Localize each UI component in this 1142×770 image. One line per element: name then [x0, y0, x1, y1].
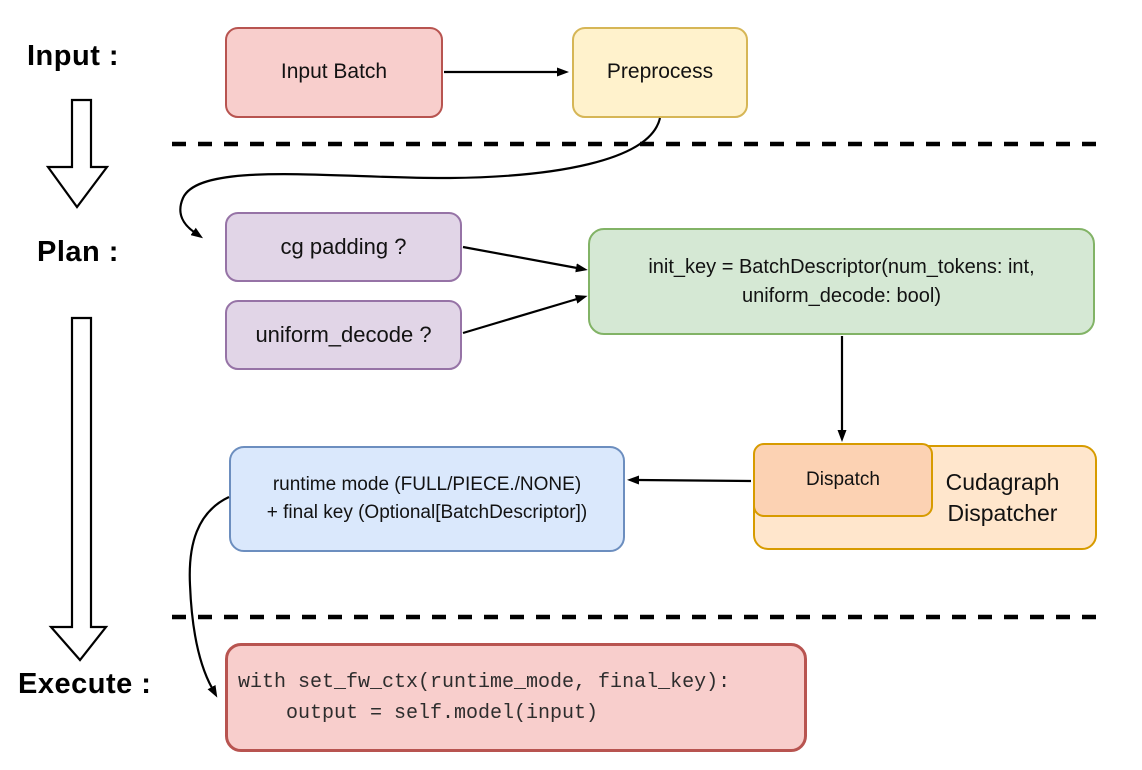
arrow-uniform-decode-to-init-key [462, 294, 588, 335]
node-init-key: init_key = BatchDescriptor(num_tokens: i… [588, 228, 1095, 335]
node-preprocess-label: Preprocess [606, 60, 714, 84]
node-cg-padding-label: cg padding ? [280, 234, 407, 260]
section-label-execute: Execute : [18, 668, 152, 700]
node-execute-code-line1: with set_fw_ctx(runtime_mode, final_key)… [238, 670, 731, 694]
section-label-plan: Plan : [37, 236, 119, 268]
node-init-key-line1: init_key = BatchDescriptor(num_tokens: i… [648, 255, 1035, 278]
node-execute-code-line2: output = self.model(input) [238, 701, 599, 725]
node-input-batch: Input Batch [225, 27, 443, 118]
node-runtime-mode-line1: runtime mode (FULL/PIECE./NONE) [272, 474, 582, 495]
node-init-key-line2: uniform_decode: bool) [741, 284, 941, 307]
node-preprocess: Preprocess [572, 27, 748, 118]
arrow-runtime-mode-to-execute-code [188, 496, 230, 698]
node-execute-code: with set_fw_ctx(runtime_mode, final_key)… [225, 643, 807, 752]
node-uniform-decode: uniform_decode ? [225, 300, 462, 370]
node-dispatch: Dispatch [753, 443, 933, 517]
node-uniform-decode-label: uniform_decode ? [255, 322, 432, 348]
node-cudagraph-dispatcher-line1: Cudagraph [945, 468, 1060, 495]
node-cudagraph-dispatcher-label: Cudagraph Dispatcher [910, 467, 1095, 529]
arrow-cg-padding-to-init-key [462, 245, 588, 273]
node-input-batch-label: Input Batch [280, 60, 388, 84]
node-dispatch-label: Dispatch [806, 469, 880, 491]
node-cg-padding: cg padding ? [225, 212, 462, 282]
node-cudagraph-dispatcher-line2: Dispatcher [947, 499, 1058, 526]
hollow-arrow-plan-to-execute [48, 316, 109, 662]
arrow-dispatch-to-runtime-mode [627, 475, 752, 485]
node-runtime-mode: runtime mode (FULL/PIECE./NONE) + final … [229, 446, 625, 552]
node-runtime-mode-line2: + final key (Optional[BatchDescriptor]) [266, 502, 588, 523]
section-label-input: Input : [27, 40, 120, 72]
hollow-arrow-input-to-plan [45, 98, 110, 209]
